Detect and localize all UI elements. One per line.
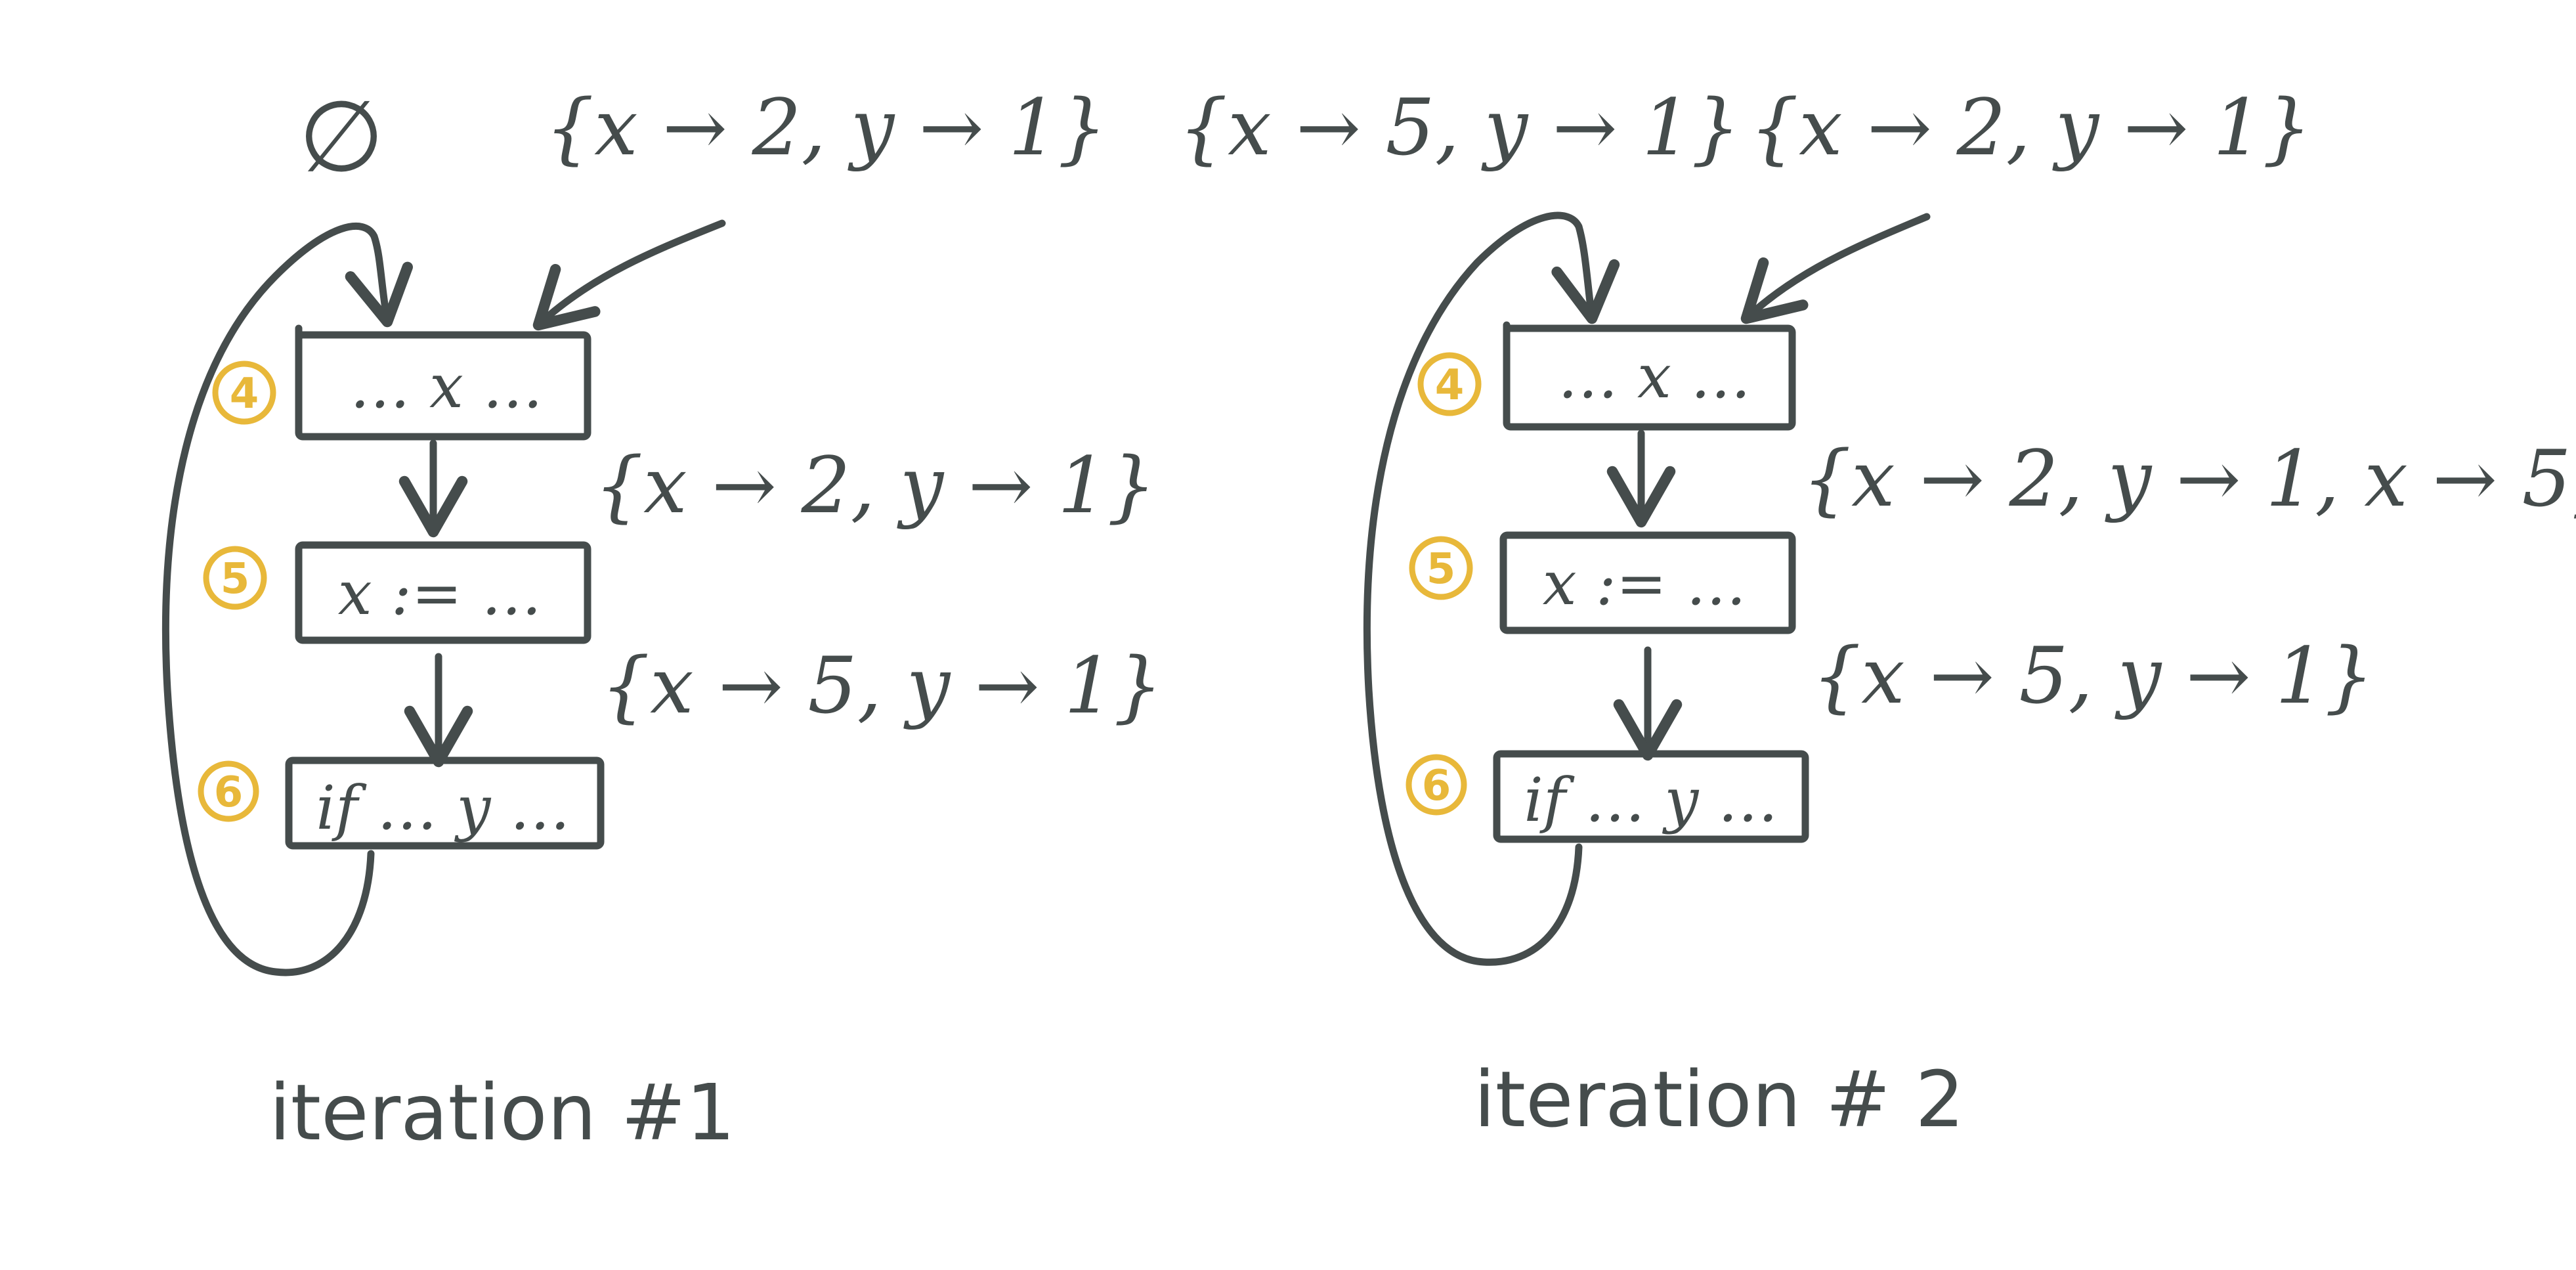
- edge-5-6-state: {x → 5, y → 1}: [1812, 630, 2374, 721]
- entry-state-label: {x → 2, y → 1}: [1750, 82, 2311, 173]
- node-4: 4 … x …: [1417, 321, 1796, 431]
- iteration-1: ∅ {x → 2, y → 1} 4 … x … {x → 2, y → 1} …: [161, 80, 1163, 1158]
- node-6-box: [285, 756, 605, 850]
- node-4-number: 4: [1435, 361, 1465, 410]
- node-4-text: … x …: [350, 351, 543, 422]
- node-6-number: 6: [214, 768, 244, 817]
- edge-4-5-state: {x → 2, y → 1}: [594, 440, 1156, 531]
- entry-state-label: {x → 2, y → 1}: [545, 82, 1107, 173]
- node-5-number-circle: [1409, 536, 1473, 600]
- node-6: 6 if … y …: [198, 756, 605, 850]
- node-6-number-circle: [1406, 754, 1467, 816]
- node-4-number: 4: [230, 370, 259, 418]
- node-4-text: … x …: [1558, 341, 1751, 412]
- iteration-caption: iteration #1: [269, 1067, 735, 1158]
- entry-edge: [532, 219, 726, 331]
- back-edge-state-label: {x → 5, y → 1}: [1178, 82, 1740, 173]
- node-5-number: 5: [1427, 545, 1456, 594]
- node-6-number: 6: [1422, 762, 1451, 810]
- node-5-number-circle: [203, 546, 267, 610]
- back-edge: [1363, 211, 1620, 966]
- node-6-text: if … y …: [316, 773, 570, 843]
- node-4-number-circle: [212, 361, 276, 425]
- node-6-number-circle: [198, 760, 259, 822]
- iteration-2: {x → 5, y → 1} {x → 2, y → 1} 4 … x … {x…: [1178, 82, 2576, 1145]
- node-5: 5 x := …: [203, 541, 591, 644]
- edge-4-5-state: {x → 2, y → 1, x → 5}: [1802, 433, 2576, 524]
- node-4-number-circle: [1417, 352, 1482, 416]
- node-6-box: [1493, 750, 1809, 843]
- node-6: 6 if … y …: [1406, 750, 1809, 843]
- node-5-text: x := …: [338, 558, 542, 628]
- node-4: 4 … x …: [212, 324, 591, 441]
- iteration-caption: iteration # 2: [1474, 1054, 1964, 1145]
- entry-edge: [1740, 213, 1931, 324]
- empty-set-label: ∅: [299, 80, 385, 194]
- node-5-number: 5: [221, 555, 250, 603]
- edge-5-6-state: {x → 5, y → 1}: [601, 640, 1163, 731]
- node-5: 5 x := …: [1409, 531, 1796, 634]
- node-5-box: [295, 541, 591, 644]
- node-5-text: x := …: [1543, 548, 1746, 619]
- node-6-text: if … y …: [1524, 765, 1778, 835]
- back-edge: [161, 222, 414, 976]
- node-5-box: [1499, 531, 1796, 634]
